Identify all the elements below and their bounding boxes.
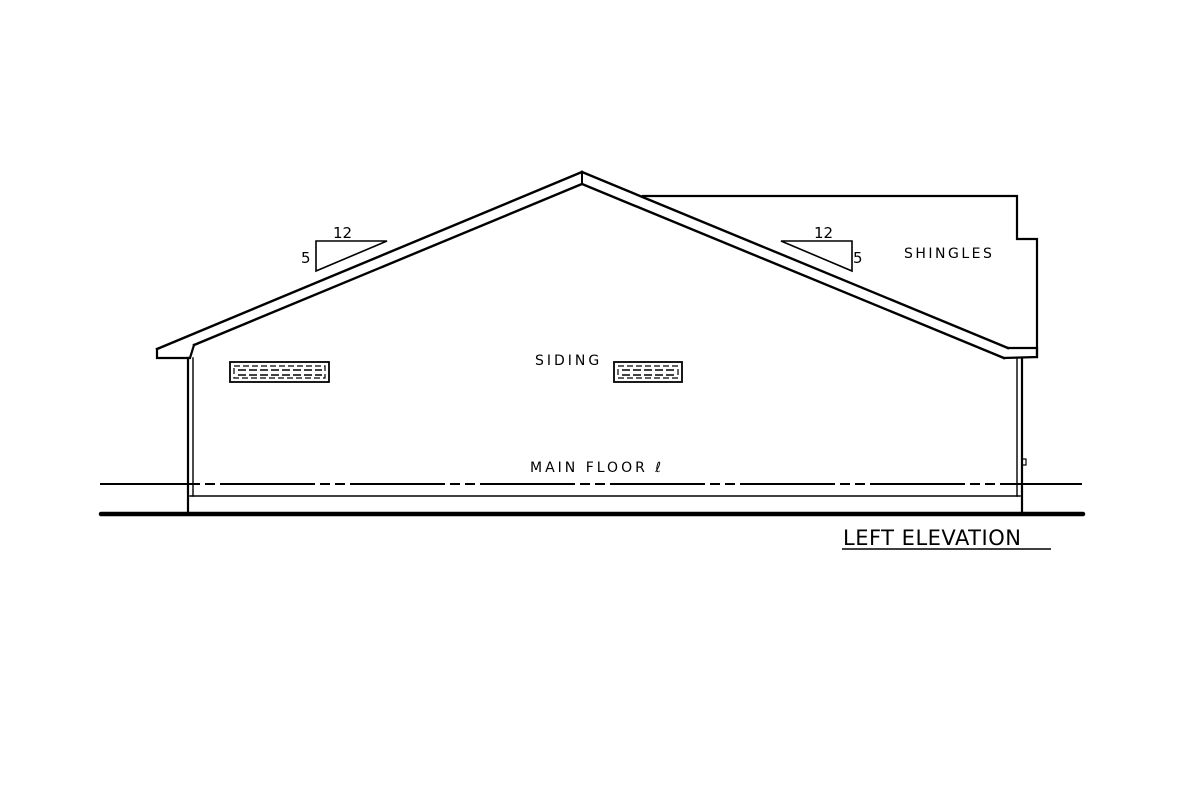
drawing-title-text: LEFT ELEVATION bbox=[843, 526, 1021, 550]
gable-vent-center bbox=[613, 361, 683, 383]
main-floor-label: MAIN FLOOR ℓ bbox=[530, 460, 664, 476]
shingles-label: SHINGLES bbox=[904, 246, 994, 262]
pitch-rise-left: 5 bbox=[301, 249, 311, 267]
gable-roof bbox=[155, 170, 1039, 360]
siding-label: SIDING bbox=[535, 353, 602, 369]
gable-vent-left bbox=[229, 361, 330, 383]
roof-pitch-symbol-right: 12 5 bbox=[780, 224, 863, 273]
pitch-run-right: 12 bbox=[814, 224, 833, 242]
drawing-title: LEFT ELEVATION bbox=[842, 526, 1051, 550]
pitch-run-left: 12 bbox=[333, 224, 352, 242]
back-roof-outline bbox=[641, 194, 1039, 359]
roof-pitch-symbol-left: 12 5 bbox=[301, 224, 388, 273]
pitch-rise-right: 5 bbox=[853, 249, 863, 267]
walls bbox=[186, 356, 1027, 516]
wall-fixture-icon bbox=[1021, 458, 1027, 466]
